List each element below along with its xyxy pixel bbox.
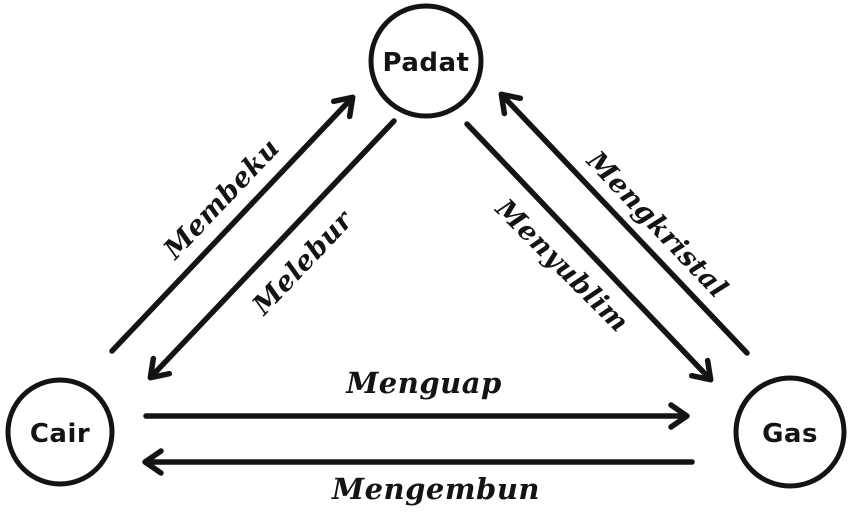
node-label-gas: Gas xyxy=(762,419,818,449)
node-circle-cair xyxy=(5,377,115,487)
edge-label-membeku: Membeku xyxy=(157,133,286,266)
arrow-membeku-cair-to-padat xyxy=(109,94,356,354)
node-label-cair: Cair xyxy=(30,419,90,449)
edge-label-mengkristal: Mengkristal xyxy=(580,145,734,305)
arrow-melebur-padat-to-cair xyxy=(147,118,397,381)
edge-label-mengembun: Mengembun xyxy=(331,472,540,506)
node-circle-gas xyxy=(733,375,847,489)
node-circle-padat xyxy=(368,3,484,119)
node-label-padat: Padat xyxy=(383,48,470,78)
edge-label-melebur: Melebur xyxy=(246,204,360,322)
edge-label-menguap: Menguap xyxy=(345,366,502,400)
arrow-mengkristal-gas-to-padat xyxy=(498,91,750,356)
arrow-menyublim-padat-to-gas xyxy=(464,121,714,383)
